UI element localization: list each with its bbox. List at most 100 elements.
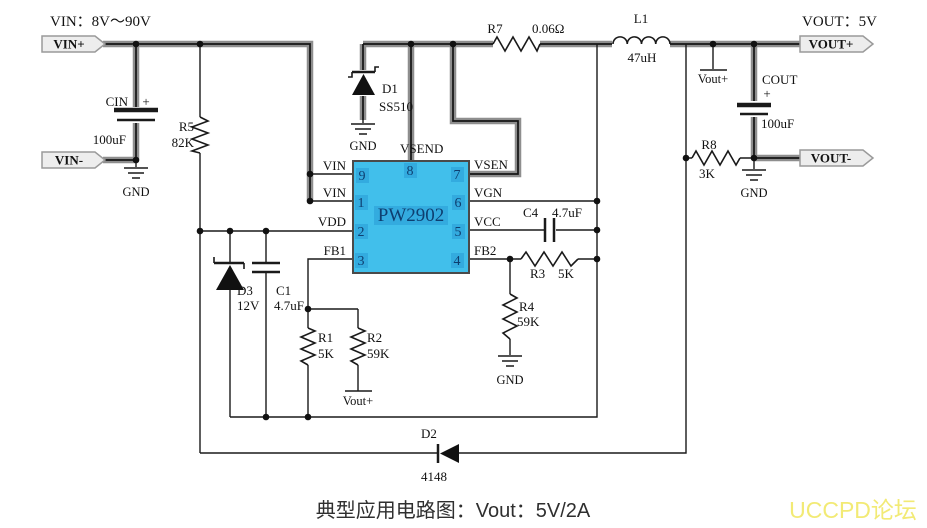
resistor-r7 [492,35,541,53]
tag-vin-minus-label: VIN- [55,153,83,168]
junction-dot [132,40,140,48]
gnd-symbol-cin [124,167,148,179]
resistor-r1 [298,327,318,366]
resistor-r5 [189,116,211,154]
d3-ref: D3 [237,283,253,298]
gnd-text-d1: GND [349,139,376,153]
chip-name: PW2902 [378,205,445,226]
cin-value: 100uF [93,132,126,147]
junction-dot [407,40,415,48]
diode-d1-schottky [348,66,379,95]
pin8-number: 8 [407,164,414,179]
pin5-label: VCC [474,214,501,229]
l1-value: 47uH [628,50,657,65]
wire-fb1 [307,258,353,309]
tag-vout-plus: VOUT+ [799,35,875,53]
gnd-symbol-cout [742,169,766,181]
diode-d3-zener [213,257,245,290]
tag-vin-minus: VIN- [41,151,107,169]
junction-dot [593,226,601,234]
watermark: UCCPD论坛 [789,497,917,523]
r7-ref: R7 [487,21,503,36]
d1-ref: D1 [382,81,398,96]
pin2-highlight [355,224,368,239]
junction-dot [593,197,601,205]
r3-ref: R3 [530,266,545,281]
pin5-highlight [452,224,465,239]
pin7-highlight [451,167,464,182]
junction-dots [132,40,758,421]
vin-spec: VIN：8V～90V [50,14,151,30]
c1-ref: C1 [276,283,291,298]
pin9-label: VIN [323,158,347,173]
voutplus-flag-text-left: Vout+ [343,394,373,408]
junction-dot [682,154,690,162]
pin7-label: VSEN [474,157,509,172]
voutplus-flag-text-right: Vout+ [698,72,728,86]
wire-vin-minus-and-cin [103,44,140,164]
r4-value: 59K [517,314,540,329]
junction-dot [750,40,758,48]
wire-switch-node-net [359,40,800,178]
pin4-number: 4 [454,254,461,269]
gnd-symbol-r4 [498,355,522,367]
tag-vin-plus: VIN+ [41,35,107,53]
junction-dot [306,197,314,205]
pin9-highlight [356,168,369,183]
tag-vout-plus-label: VOUT+ [809,37,854,52]
gnd-symbol-d1 [351,123,375,135]
pin1-number: 1 [358,196,365,211]
d2-ref: D2 [421,426,437,441]
diode-d2 [436,444,459,463]
tag-vout-minus-label: VOUT- [811,151,851,166]
tag-vout-minus: VOUT- [799,149,875,167]
resistor-r3 [520,250,579,268]
vout-spec: VOUT：5V [802,14,877,30]
capacitor-cin [114,107,158,122]
capacitor-cout [737,102,771,116]
l1-ref: L1 [634,11,648,26]
r2-ref: R2 [367,330,382,345]
pin6-highlight [452,195,465,210]
pin4-highlight [451,253,464,268]
r7-value: 0.06Ω [532,21,564,36]
gnd-text-cout: GND [740,186,767,200]
pin6-label: VGN [474,185,503,200]
cout-ref: COUT [762,72,797,87]
r2-value: 59K [367,346,390,361]
pin8-label: VSEND [400,141,443,156]
r5-ref: R5 [179,119,194,134]
pin9-number: 9 [359,169,366,184]
r1-ref: R1 [318,330,333,345]
pin8-highlight [404,163,417,178]
pin3-label: FB1 [324,243,346,258]
junction-dot [304,413,312,421]
capacitor-c1 [252,261,280,274]
junction-dot [132,156,140,164]
pin3-highlight [355,253,368,268]
gnd-text-r4: GND [496,373,523,387]
cout-polarity: + [763,86,770,101]
c4-ref: C4 [523,205,539,220]
r4-ref: R4 [519,299,535,314]
pin2-number: 2 [358,225,365,240]
chip-pw2902: PW2902 9 1 2 3 8 7 6 5 4 [352,160,470,274]
d3-value: 12V [237,298,260,313]
caption: 典型应用电路图：Vout：5V/2A [316,499,591,522]
junction-dot [262,413,270,421]
c1-value: 4.7uF [274,298,304,313]
chip-name-highlight [374,206,448,225]
resistor-r4 [501,293,519,340]
pin7-number: 7 [454,168,461,183]
pin5-number: 5 [455,225,462,240]
pin4-label: FB2 [474,243,496,258]
r1-value: 5K [318,346,335,361]
pin2-label: VDD [318,214,346,229]
pin1-label: VIN [323,185,347,200]
d2-value: 4148 [421,469,447,484]
junction-dot [226,227,234,235]
wire-r2-branch [308,308,359,391]
inductor-l1 [612,36,671,45]
junction-dot [306,170,314,178]
